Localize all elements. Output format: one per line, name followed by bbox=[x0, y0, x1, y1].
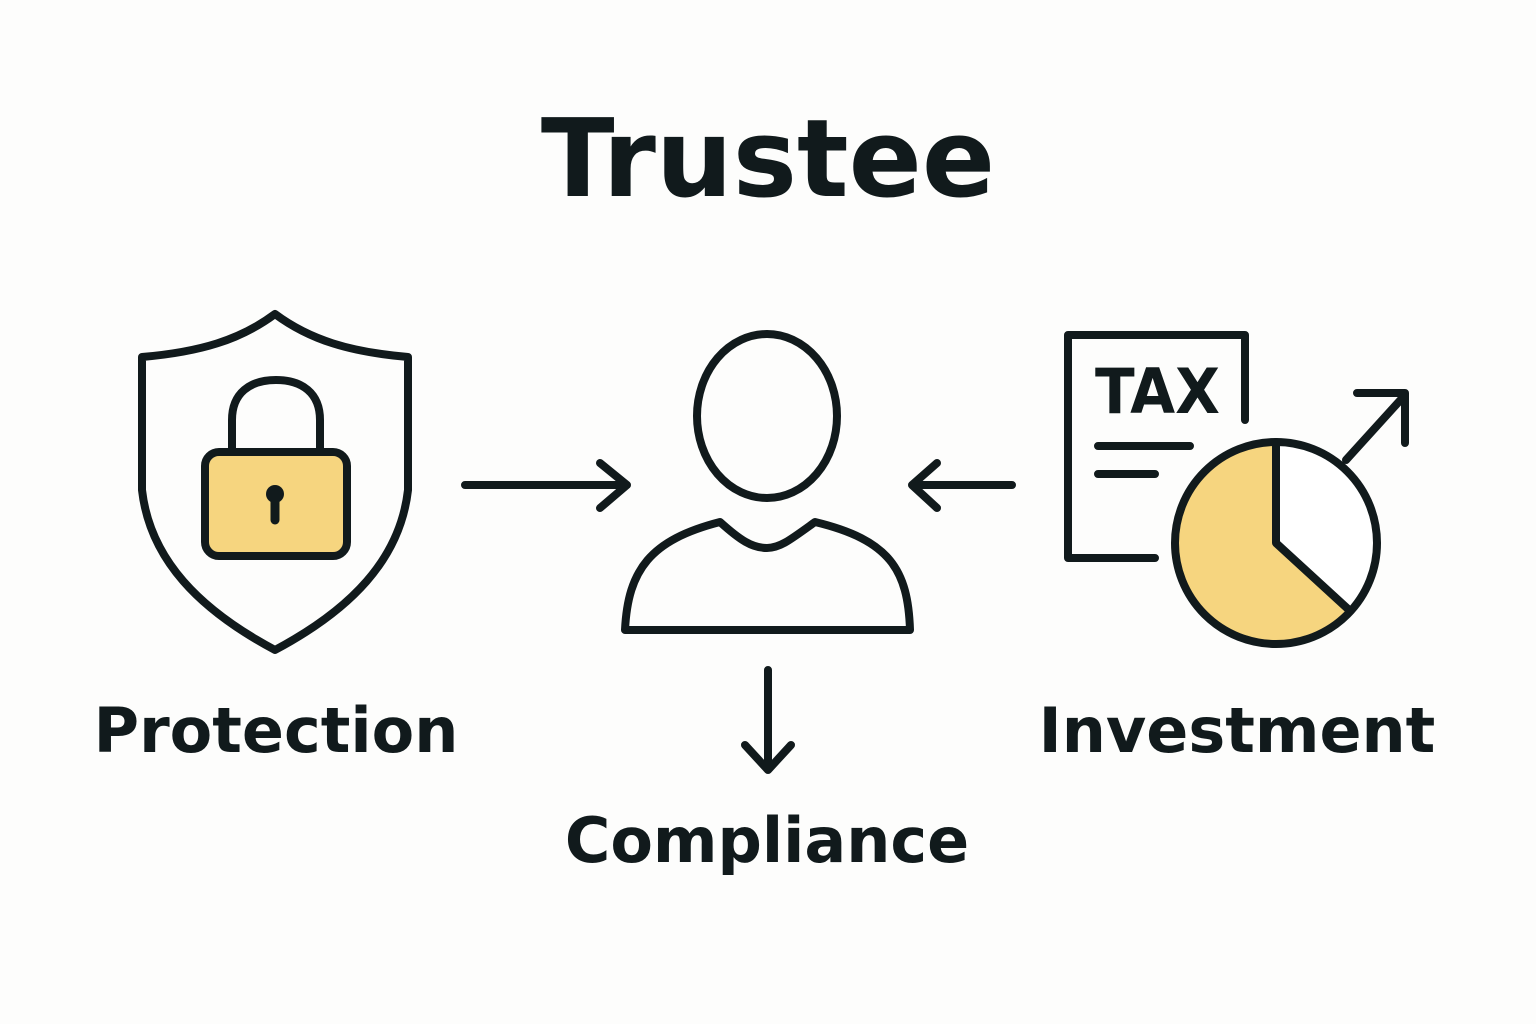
tax-text: TAX bbox=[1095, 355, 1220, 428]
person-icon bbox=[621, 330, 914, 634]
tax-document-pie-chart-icon: TAX bbox=[1064, 331, 1409, 648]
protection-label: Protection bbox=[94, 694, 459, 767]
arrow-down-icon bbox=[741, 666, 795, 774]
compliance-label: Compliance bbox=[565, 804, 969, 877]
diagram-title: Trustee bbox=[541, 97, 995, 222]
shield-lock-icon bbox=[138, 310, 412, 654]
investment-label: Investment bbox=[1039, 694, 1436, 767]
arrow-right-icon bbox=[461, 459, 631, 512]
arrow-left-icon bbox=[908, 459, 1016, 512]
